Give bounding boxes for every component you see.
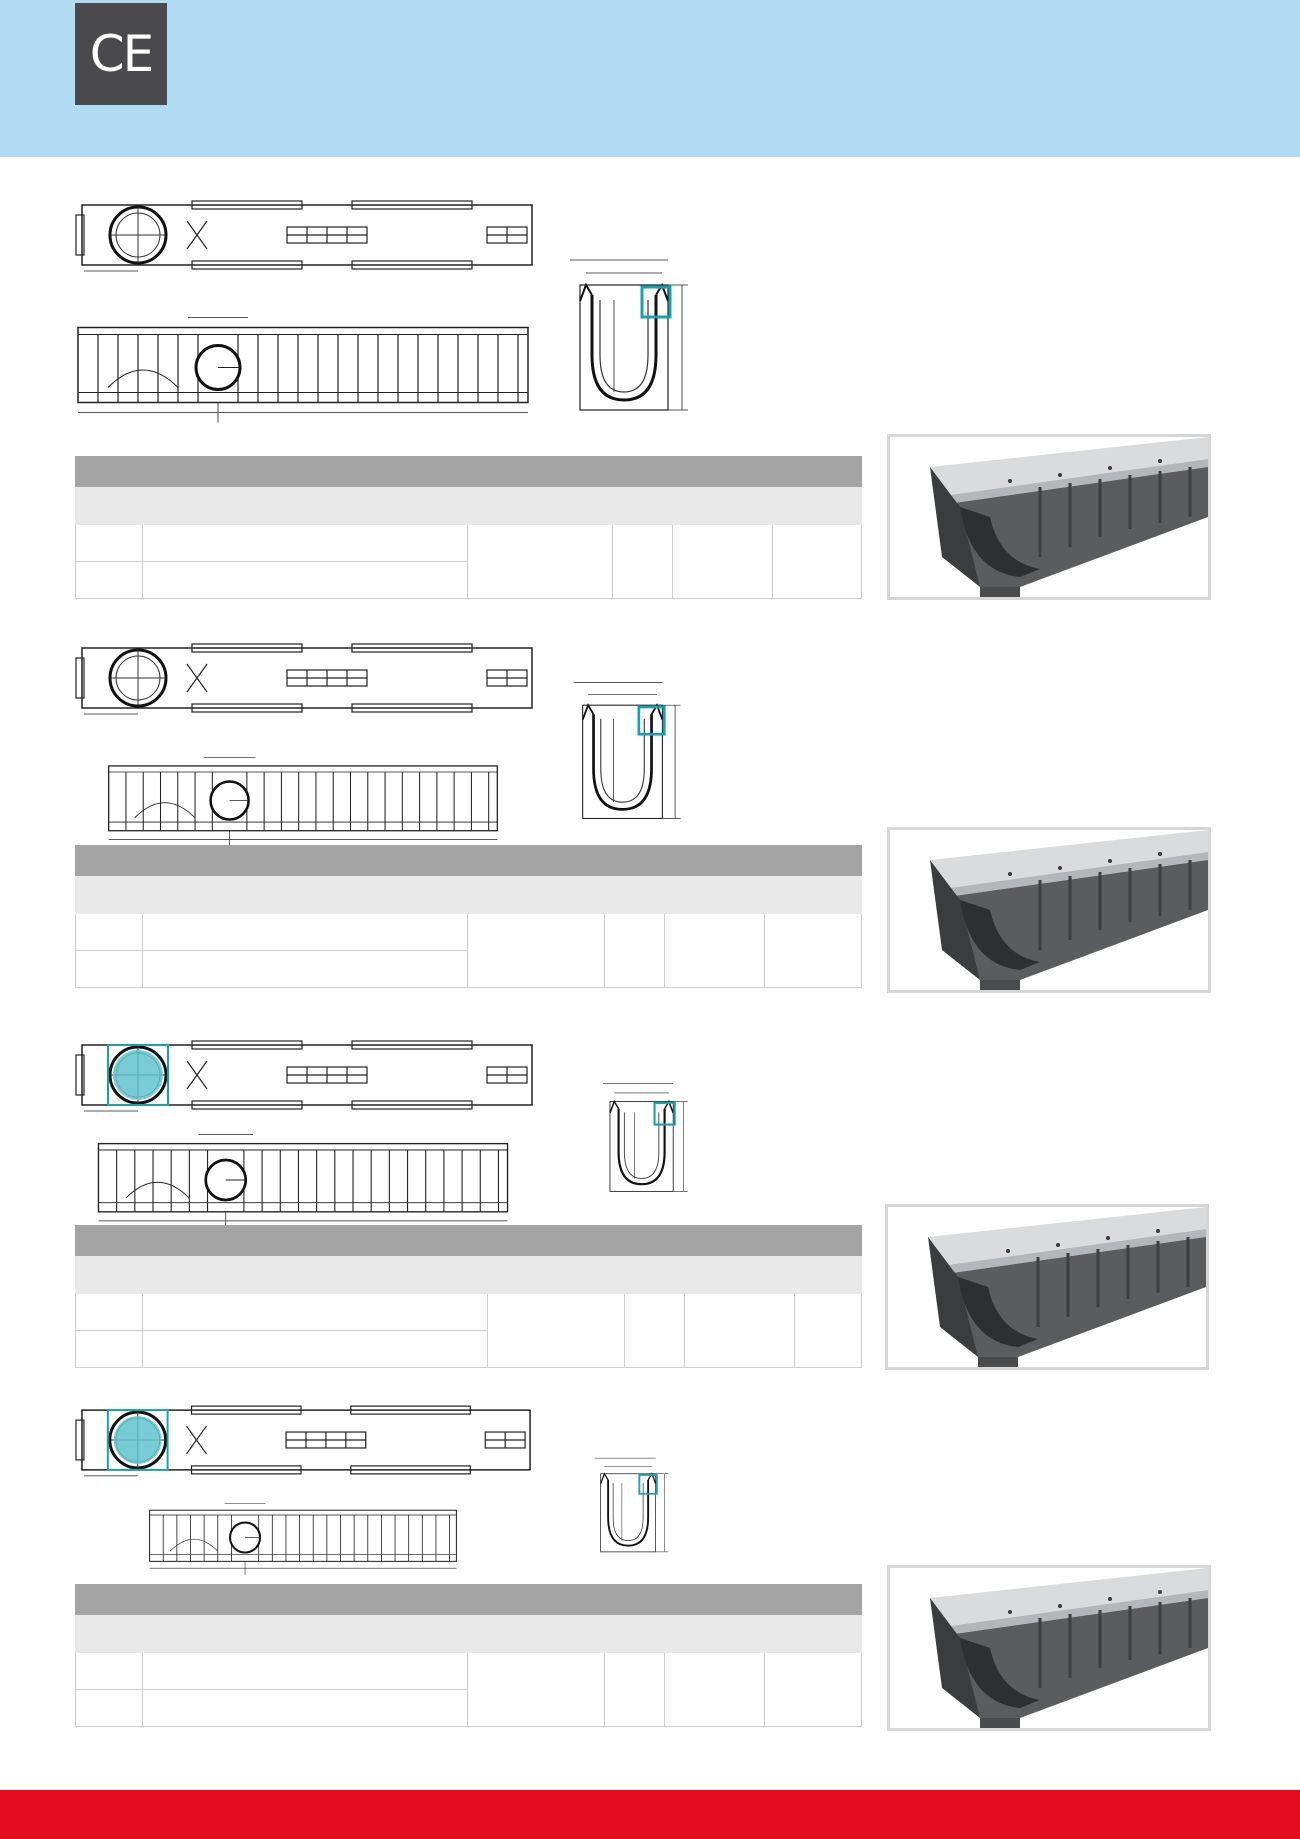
side-view-drawing	[68, 753, 538, 848]
product-photo	[887, 1565, 1211, 1731]
cross-section-drawing	[582, 1080, 717, 1195]
detail-highlight	[640, 285, 672, 319]
detail-highlight	[637, 705, 666, 736]
product-photo	[885, 1204, 1209, 1370]
spec-table	[75, 1225, 862, 1368]
product-photo	[887, 827, 1211, 993]
spec-table	[75, 845, 862, 988]
header-band: CE	[0, 0, 1300, 157]
top-view-drawing	[72, 633, 542, 723]
top-view-drawing	[72, 190, 542, 280]
cross-section-drawing	[565, 678, 700, 823]
footer-band	[0, 1790, 1300, 1839]
detail-highlight	[653, 1101, 676, 1126]
cross-section-drawing	[565, 1455, 705, 1555]
cross-section-drawing	[570, 255, 700, 415]
product-photo	[887, 434, 1211, 600]
top-view-drawing	[72, 1030, 542, 1120]
side-view-drawing	[68, 310, 538, 425]
outlet-highlight	[113, 1416, 162, 1464]
outlet-highlight	[113, 1050, 163, 1100]
ce-mark-icon: CE	[75, 3, 167, 105]
spec-table	[75, 456, 862, 599]
side-view-drawing	[68, 1500, 538, 1575]
top-view-drawing	[72, 1400, 540, 1480]
spec-table	[75, 1584, 862, 1727]
side-view-drawing	[68, 1130, 538, 1230]
detail-highlight	[638, 1474, 658, 1495]
